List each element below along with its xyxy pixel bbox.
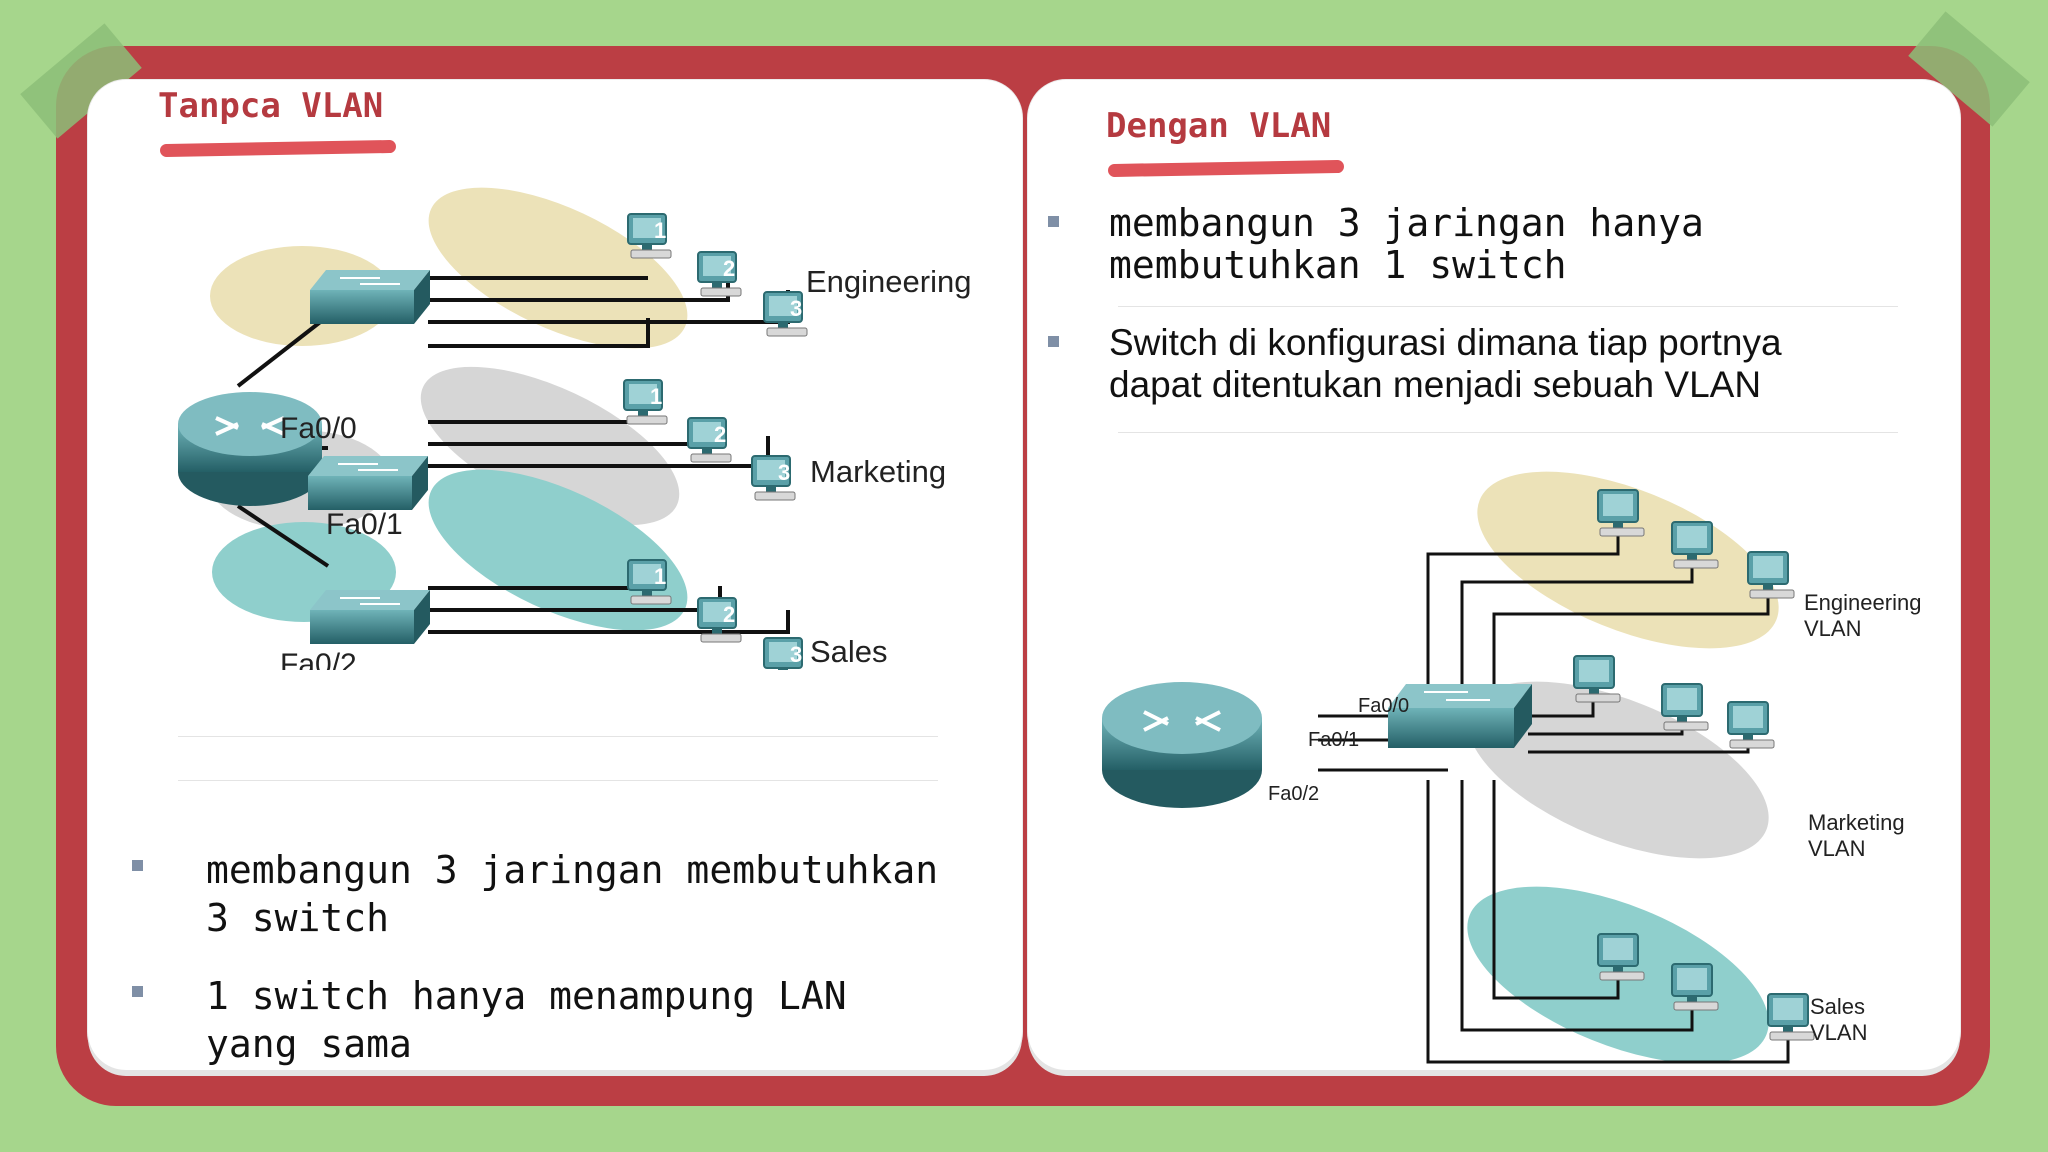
bullet-square-icon xyxy=(132,860,143,871)
switch-icon-sales xyxy=(309,589,431,645)
vlan-label-sales: Sales VLAN xyxy=(1810,994,1871,1045)
pc-icon xyxy=(1671,963,1719,1011)
pc-number: 3 xyxy=(778,460,790,485)
right-bullet-2: Switch di konfigurasi dimana tiap portny… xyxy=(1048,322,1928,406)
diagram-without-vlan: 1 2 3 1 2 3 1 2 3 Engineering Marketing … xyxy=(178,187,971,670)
link-fa0-0 xyxy=(236,314,330,388)
vlan-label-marketing: Marketing VLAN xyxy=(1808,810,1911,861)
diagram-with-vlan: Fa0/0 Fa0/1 Fa0/2 Engineering VLAN Marke… xyxy=(1102,471,1928,1064)
left-bullet-1: membangun 3 jaringan membutuhkan 3 switc… xyxy=(132,846,992,942)
port-label-fa0-1: Fa0/1 xyxy=(1308,729,1359,751)
pc-number: 3 xyxy=(790,296,802,321)
vlan-label-engineering: Engineering VLAN xyxy=(1804,590,1928,641)
bullet-square-icon xyxy=(132,986,143,997)
pc-number: 2 xyxy=(714,422,726,447)
port-label-fa0-0: Fa0/0 xyxy=(1358,695,1409,717)
pc-number: 2 xyxy=(723,256,735,281)
pc-number: 1 xyxy=(650,384,662,409)
left-heading: Tanpca VLAN xyxy=(158,86,384,126)
pc-icon xyxy=(1727,701,1775,749)
right-heading: Dengan VLAN xyxy=(1106,106,1332,146)
group-label-marketing: Marketing xyxy=(810,454,946,489)
router-icon xyxy=(178,392,322,506)
bullet-square-icon xyxy=(1048,216,1059,227)
bullet-square-icon xyxy=(1048,336,1059,347)
port-label-fa0-0: Fa0/0 xyxy=(280,412,357,445)
heading-underline xyxy=(1107,159,1345,178)
pc-number: 2 xyxy=(723,602,735,627)
vlan-marketing xyxy=(1467,681,1769,859)
vlan-engineering xyxy=(1477,471,1779,649)
pc-icon xyxy=(1597,489,1645,537)
right-bullet-1: membangun 3 jaringan hanya membutuhkan 1… xyxy=(1048,202,1928,286)
pc-icon xyxy=(1671,521,1719,569)
vlan-wiring xyxy=(1318,534,1790,1064)
pc-icon xyxy=(1747,551,1795,599)
pc-number: 1 xyxy=(654,218,666,243)
pc-icon xyxy=(1661,683,1709,731)
pc-icon xyxy=(1767,993,1815,1041)
port-label-fa0-2: Fa0/2 xyxy=(280,648,357,670)
group-label-sales: Sales xyxy=(810,634,888,669)
switch-icon-marketing xyxy=(307,455,429,511)
pc-icon xyxy=(1573,655,1621,703)
port-label-fa0-1: Fa0/1 xyxy=(326,508,403,541)
left-bullet-2: 1 switch hanya menampung LAN yang sama xyxy=(132,972,992,1068)
port-label-fa0-2: Fa0/2 xyxy=(1268,783,1319,805)
pc-icon xyxy=(1597,933,1645,981)
group-engineering xyxy=(428,187,688,349)
group-label-engineering: Engineering xyxy=(806,264,971,299)
left-card-without-vlan: Tanpca VLAN xyxy=(88,80,1022,1070)
right-card-with-vlan: Dengan VLAN membangun 3 jaringan hanya m… xyxy=(1028,80,1960,1070)
pc-number: 1 xyxy=(654,564,666,589)
switch-icon-engineering xyxy=(309,269,431,325)
switch-icon xyxy=(1388,684,1532,748)
link-fa0-2 xyxy=(236,504,330,568)
group-sales xyxy=(428,469,688,631)
router-icon xyxy=(1102,682,1262,808)
pc-number: 3 xyxy=(790,642,802,667)
